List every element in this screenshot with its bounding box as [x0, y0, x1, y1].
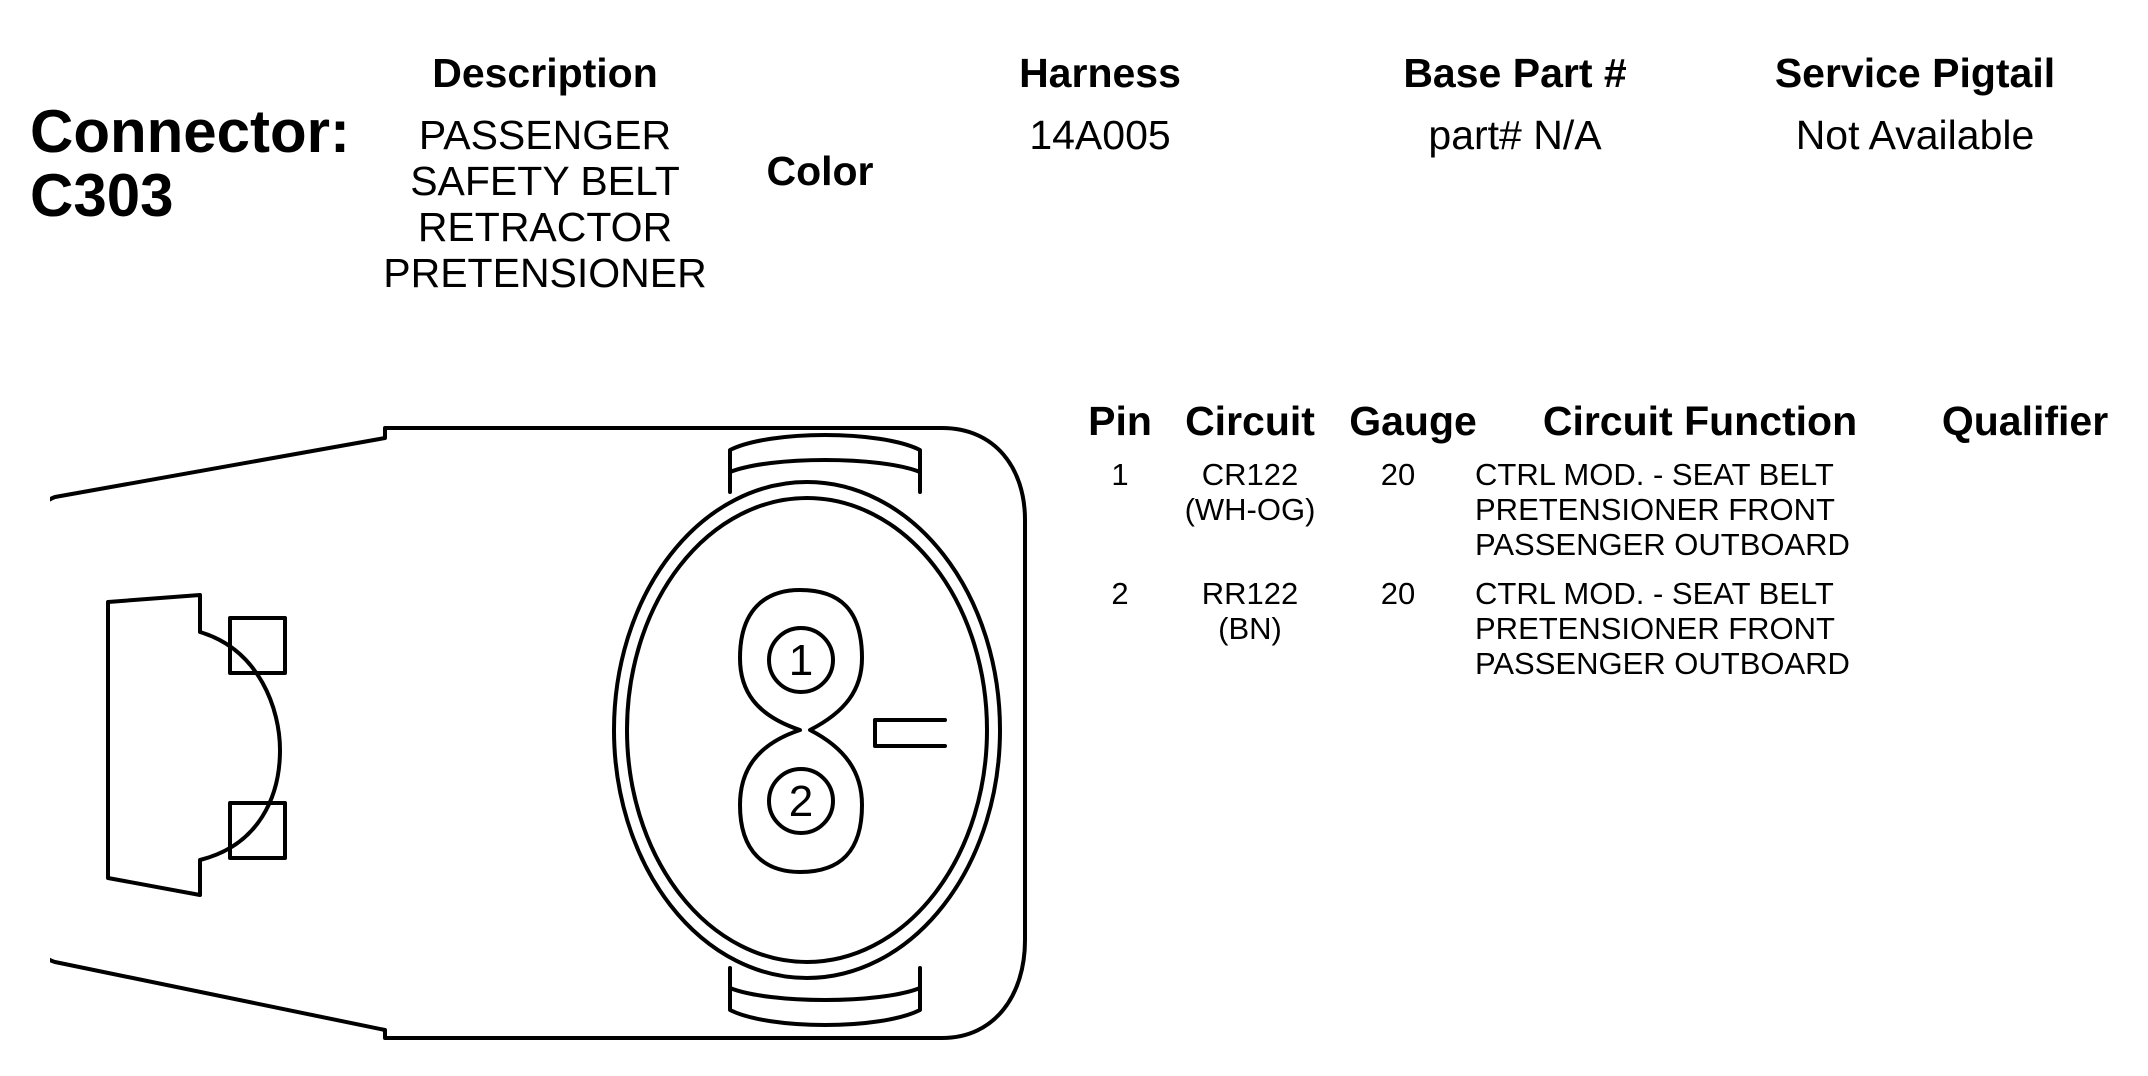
cavity-outline: [738, 588, 864, 874]
description-line: PASSENGER: [418, 112, 672, 158]
circuit-id: RR122: [1201, 576, 1299, 611]
key-guide-bottom: [728, 966, 922, 1027]
circuit-id: CR122: [1201, 457, 1299, 492]
service-pigtail-header: Service Pigtail: [1774, 50, 2056, 96]
connector-label: Connector:: [30, 98, 350, 165]
description-value: PASSENGER SAFETY BELT RETRACTOR PRETENSI…: [345, 112, 745, 296]
service-pigtail-value: Not Available: [1795, 112, 2035, 158]
function-line: PASSENGER OUTBOARD: [1475, 646, 1850, 681]
latch-square-top: [228, 616, 287, 675]
table-row-pin: 1: [1111, 457, 1129, 492]
pin-2-label: 2: [789, 777, 813, 826]
connector-id: C303: [30, 162, 174, 229]
color-header: Color: [766, 148, 874, 194]
description-line: PRETENSIONER: [383, 250, 707, 296]
harness-header: Harness: [1019, 50, 1181, 96]
table-row-gauge: 20: [1380, 576, 1416, 611]
circuit-color: (BN): [1218, 611, 1282, 646]
table-row-function: CTRL MOD. - SEAT BELT PRETENSIONER FRONT…: [1475, 457, 1895, 562]
table-row-circuit: CR122 (WH-OG): [1165, 457, 1335, 527]
key-guide-top: [728, 433, 922, 494]
base-part-header: Base Part #: [1403, 50, 1627, 96]
table-row-pin: 2: [1111, 576, 1129, 611]
description-line: SAFETY BELT: [410, 158, 680, 204]
pin-1-cavity: [767, 626, 835, 694]
circuit-header: Circuit: [1185, 398, 1315, 444]
gauge-header: Gauge: [1349, 398, 1477, 444]
table-row-gauge: 20: [1380, 457, 1416, 492]
harness-value: 14A005: [1029, 112, 1171, 158]
function-line: PRETENSIONER FRONT: [1475, 492, 1835, 527]
description-header: Description: [432, 50, 658, 96]
connector-face-diagram: 1 2: [50, 426, 1027, 1040]
qualifier-header: Qualifier: [1941, 398, 2109, 444]
function-line: PRETENSIONER FRONT: [1475, 611, 1835, 646]
terminal-ring-outer: [612, 480, 1002, 980]
pin-header: Pin: [1088, 398, 1152, 444]
description-line: RETRACTOR: [417, 204, 673, 250]
pin-2-cavity: [767, 767, 835, 835]
housing-outline: [50, 426, 1027, 1040]
circuit-function-header: Circuit Function: [1542, 398, 1858, 444]
base-part-value: part# N/A: [1428, 112, 1602, 158]
connector-title: Connector: C303: [30, 100, 350, 228]
terminal-ring-inner: [625, 496, 989, 964]
table-row-function: CTRL MOD. - SEAT BELT PRETENSIONER FRONT…: [1475, 576, 1895, 681]
latch-tab: [106, 593, 282, 897]
circuit-color: (WH-OG): [1184, 492, 1316, 527]
function-line: CTRL MOD. - SEAT BELT: [1475, 457, 1834, 492]
table-row-circuit: RR122 (BN): [1165, 576, 1335, 646]
function-line: PASSENGER OUTBOARD: [1475, 527, 1850, 562]
index-key: [873, 718, 947, 748]
latch-square-bottom: [228, 801, 287, 860]
function-line: CTRL MOD. - SEAT BELT: [1475, 576, 1834, 611]
pin-1-label: 1: [789, 636, 813, 685]
